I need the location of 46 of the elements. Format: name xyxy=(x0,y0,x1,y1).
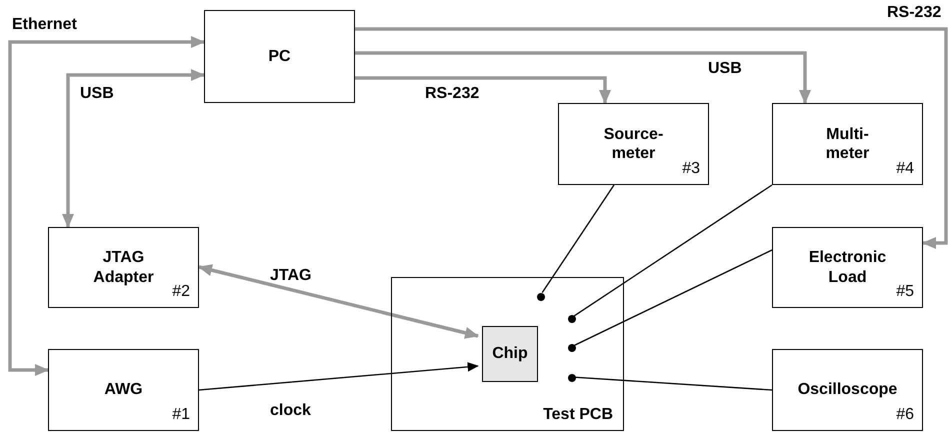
device-box xyxy=(558,103,709,185)
probe-line xyxy=(574,249,772,346)
edge-label: USB xyxy=(708,60,742,78)
edge-label: RS-232 xyxy=(887,4,942,22)
device-number: #2 xyxy=(172,283,190,301)
edge-label: JTAG xyxy=(270,267,312,285)
arrow xyxy=(355,27,948,249)
device-box xyxy=(482,326,538,382)
device-number: #6 xyxy=(896,406,914,424)
box-title: Source- meter xyxy=(602,124,664,164)
device-number: #1 xyxy=(172,406,190,424)
contact-dot xyxy=(568,344,576,352)
arrow xyxy=(355,76,611,104)
box-title: Multi- meter xyxy=(824,124,870,164)
arrow xyxy=(62,69,205,228)
box-title: JTAG Adapter xyxy=(92,248,155,287)
arrow xyxy=(198,264,479,339)
device-box xyxy=(772,227,923,308)
arrow xyxy=(8,36,205,376)
box-title: PC xyxy=(268,46,291,66)
arrow xyxy=(355,51,811,104)
contact-dot xyxy=(568,374,576,382)
probe-line xyxy=(542,184,615,294)
device-number: #4 xyxy=(896,160,914,178)
probe-line xyxy=(574,184,772,316)
device-box xyxy=(48,227,199,308)
box-title: AWG xyxy=(104,380,143,400)
device-box xyxy=(204,10,355,103)
board-box xyxy=(391,277,624,431)
device-box xyxy=(48,349,199,431)
edge-label: clock xyxy=(270,402,311,420)
probe-line xyxy=(574,376,772,391)
device-box xyxy=(772,349,923,431)
box-title: Test PCB xyxy=(543,406,613,424)
device-number: #5 xyxy=(896,283,914,301)
edge-label: Ethernet xyxy=(12,16,77,34)
contact-dot xyxy=(537,293,545,301)
contact-dot xyxy=(568,315,576,323)
arrow xyxy=(198,362,479,391)
device-box xyxy=(772,103,923,185)
edge-label: RS-232 xyxy=(425,85,480,103)
box-title: Electronic Load xyxy=(808,248,888,287)
box-title: Chip xyxy=(492,344,528,364)
device-number: #3 xyxy=(682,160,700,178)
edge-label: USB xyxy=(80,85,114,103)
box-title: Oscilloscope xyxy=(798,380,898,400)
